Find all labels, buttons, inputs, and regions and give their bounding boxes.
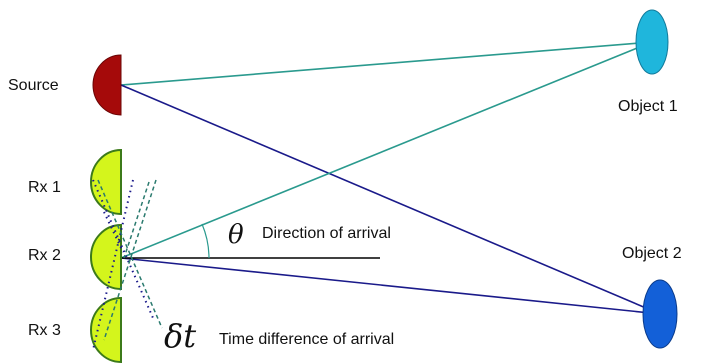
time-difference-label: Time difference of arrival	[219, 331, 395, 348]
rx1-label: Rx 1	[28, 179, 61, 196]
wavefront-dashed-line	[103, 179, 157, 341]
receiver-rx1	[91, 150, 121, 214]
object1-to-rx2-path	[120, 41, 653, 259]
rx2-label: Rx 2	[28, 247, 61, 264]
object1-label: Object 1	[618, 98, 678, 115]
receiver-rx3-outline	[90, 296, 122, 363]
receiver-rx2-outline	[90, 223, 122, 291]
source-transmitter	[92, 54, 122, 116]
wavefront-dotted-line	[103, 211, 124, 253]
object2-target	[642, 279, 678, 349]
source-label: Source	[8, 77, 59, 94]
wavefront-dashed-line	[123, 181, 150, 259]
receiver-rx2	[91, 225, 121, 289]
object1-target	[635, 9, 669, 75]
source-to-object1-path	[120, 41, 653, 86]
object2-to-rx2-path	[120, 257, 661, 315]
theta-arc	[201, 223, 210, 259]
receiver-rx3	[91, 298, 121, 362]
theta-symbol: θ	[228, 220, 244, 250]
source-to-object2-path	[120, 84, 661, 315]
rx3-label: Rx 3	[28, 322, 61, 339]
delta-t-symbol: δt	[164, 317, 197, 355]
wavefront-dashed-line	[97, 179, 163, 329]
object2-label: Object 2	[622, 245, 682, 262]
direction-of-arrival-label: Direction of arrival	[262, 225, 391, 242]
